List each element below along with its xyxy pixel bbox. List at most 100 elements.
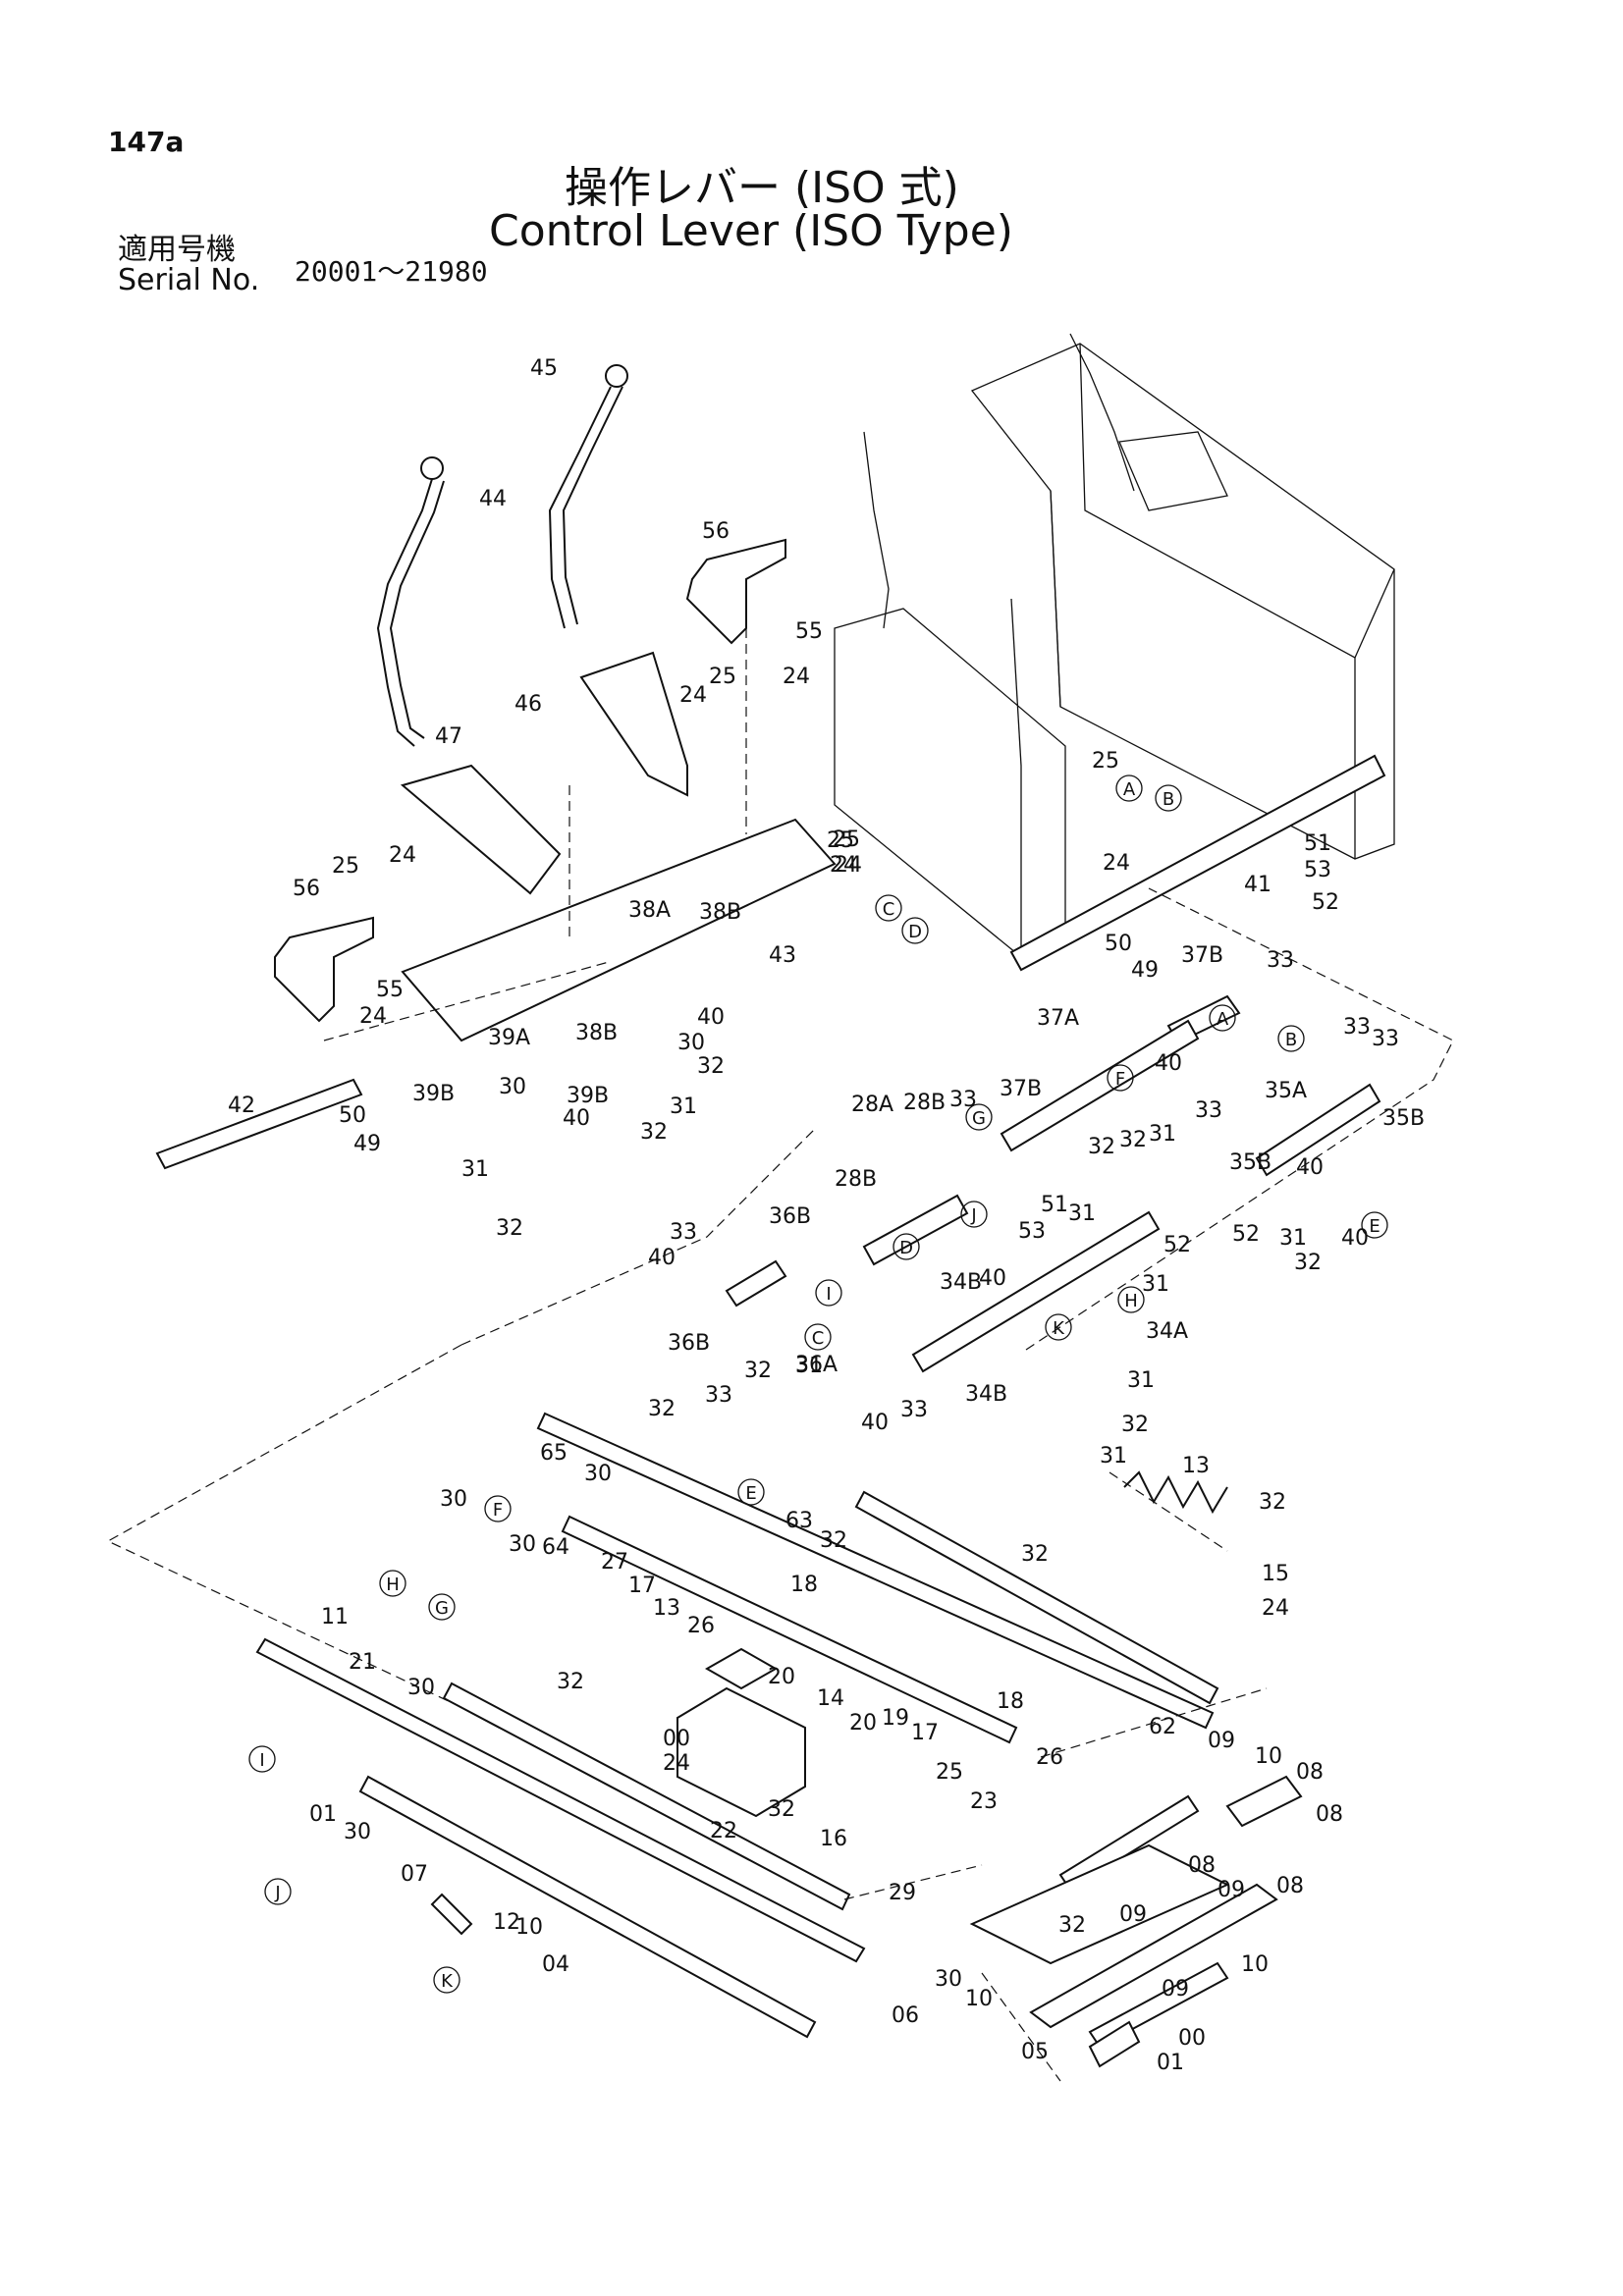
part-label: 42 — [228, 1094, 255, 1118]
part-label: 50 — [1105, 932, 1132, 956]
part-label: 43 — [769, 943, 796, 968]
part-label: 31 — [670, 1095, 697, 1119]
part-label: 38A — [628, 898, 671, 923]
part-label: 00 — [663, 1727, 690, 1751]
part-label: 32 — [1021, 1542, 1049, 1567]
part-label: 31 — [461, 1157, 489, 1182]
part-label: 32 — [697, 1054, 725, 1079]
part-label: 00 — [1178, 2026, 1206, 2051]
svg-text:F: F — [493, 1500, 503, 1521]
part-label: 09 — [1162, 1977, 1189, 2002]
part-label: 32 — [557, 1670, 584, 1694]
callout-marker: E — [1361, 1211, 1388, 1239]
part-label: 17 — [628, 1574, 656, 1598]
part-label: 21 — [349, 1650, 376, 1675]
callout-marker: D — [893, 1233, 920, 1260]
part-label: 34A — [1146, 1319, 1188, 1344]
part-label: 30 — [677, 1031, 705, 1055]
part-label: 26 — [687, 1614, 715, 1638]
svg-text:I: I — [259, 1750, 264, 1771]
part-label: 33 — [900, 1398, 928, 1422]
part-label: 36B — [769, 1204, 811, 1229]
part-label: 19 — [882, 1706, 909, 1731]
part-label: 14 — [817, 1686, 844, 1711]
part-label: 36B — [668, 1331, 710, 1356]
callout-marker: G — [428, 1593, 456, 1621]
part-label: 32 — [648, 1397, 676, 1421]
part-label: 31 — [1149, 1122, 1176, 1147]
part-label: 10 — [515, 1915, 543, 1940]
part-label: 24 — [783, 665, 810, 689]
svg-text:C: C — [812, 1328, 825, 1349]
part-label: 53 — [1304, 858, 1331, 882]
part-label: 35A — [1265, 1079, 1307, 1103]
part-label: 09 — [1217, 1878, 1245, 1902]
part-label: 30 — [407, 1676, 435, 1700]
part-label: 29 — [889, 1881, 916, 1905]
part-label: 63 — [785, 1509, 813, 1533]
callout-marker: G — [965, 1103, 993, 1131]
part-label: 06 — [892, 2003, 919, 2028]
part-label: 25 — [936, 1760, 963, 1785]
part-label: 31 — [795, 1354, 823, 1378]
svg-text:G: G — [972, 1108, 986, 1129]
part-label: 41 — [1244, 873, 1271, 897]
part-label: 56 — [702, 519, 730, 544]
part-label: 50 — [339, 1103, 366, 1128]
part-label: 40 — [563, 1106, 590, 1131]
callout-marker: K — [1045, 1313, 1072, 1341]
serial-label-english: Serial No. — [118, 263, 260, 297]
part-label: 25 — [833, 828, 860, 852]
page-number: 147a — [108, 126, 185, 158]
part-label: 11 — [321, 1605, 349, 1629]
part-label: 52 — [1232, 1222, 1260, 1247]
callout-marker: K — [433, 1966, 460, 1994]
part-label: 32 — [640, 1120, 668, 1145]
part-label: 31 — [1279, 1226, 1307, 1251]
part-label: 30 — [440, 1487, 467, 1512]
part-label: 24 — [1103, 851, 1130, 876]
callout-marker: J — [960, 1201, 988, 1228]
part-label: 30 — [584, 1462, 612, 1486]
pivot-shafts — [106, 887, 1454, 1773]
part-label: 32 — [1088, 1135, 1115, 1159]
part-label: 55 — [795, 619, 823, 644]
svg-text:B: B — [1163, 789, 1174, 810]
part-label: 01 — [309, 1802, 337, 1827]
callout-marker: F — [484, 1495, 512, 1522]
part-label: 55 — [376, 978, 404, 1002]
part-label: 38B — [575, 1021, 618, 1045]
part-label: 39A — [488, 1026, 530, 1050]
svg-text:J: J — [970, 1205, 976, 1226]
part-label: 24 — [663, 1751, 690, 1776]
part-label: 33 — [1267, 948, 1294, 973]
part-label: 28B — [903, 1091, 946, 1115]
part-label: 37B — [1181, 943, 1223, 968]
part-label: 27 — [601, 1550, 628, 1575]
part-label: 33 — [949, 1088, 977, 1112]
part-label: 20 — [768, 1665, 795, 1689]
part-label: 26 — [1036, 1745, 1063, 1770]
page-title-japanese: 操作レバー (ISO 式) — [565, 163, 959, 213]
part-label: 32 — [1119, 1128, 1147, 1152]
console-boxes — [834, 333, 1395, 972]
part-label: 40 — [1341, 1226, 1369, 1251]
part-label: 40 — [648, 1246, 676, 1270]
callout-marker: C — [875, 894, 902, 922]
part-label: 10 — [965, 1987, 993, 2011]
part-label: 32 — [820, 1528, 847, 1553]
part-label: 08 — [1296, 1760, 1324, 1785]
part-label: 13 — [1182, 1454, 1210, 1478]
part-label: 24 — [835, 853, 862, 878]
part-label: 24 — [359, 1004, 387, 1029]
callout-marker: F — [1107, 1064, 1134, 1092]
part-label: 62 — [1149, 1715, 1176, 1739]
callout-marker: E — [737, 1478, 765, 1506]
part-label: 51 — [1304, 831, 1331, 856]
svg-text:D: D — [908, 922, 922, 942]
part-label: 24 — [1262, 1596, 1289, 1621]
part-label: 53 — [1018, 1219, 1046, 1244]
part-label: 39B — [567, 1084, 609, 1108]
part-label: 24 — [389, 843, 416, 868]
